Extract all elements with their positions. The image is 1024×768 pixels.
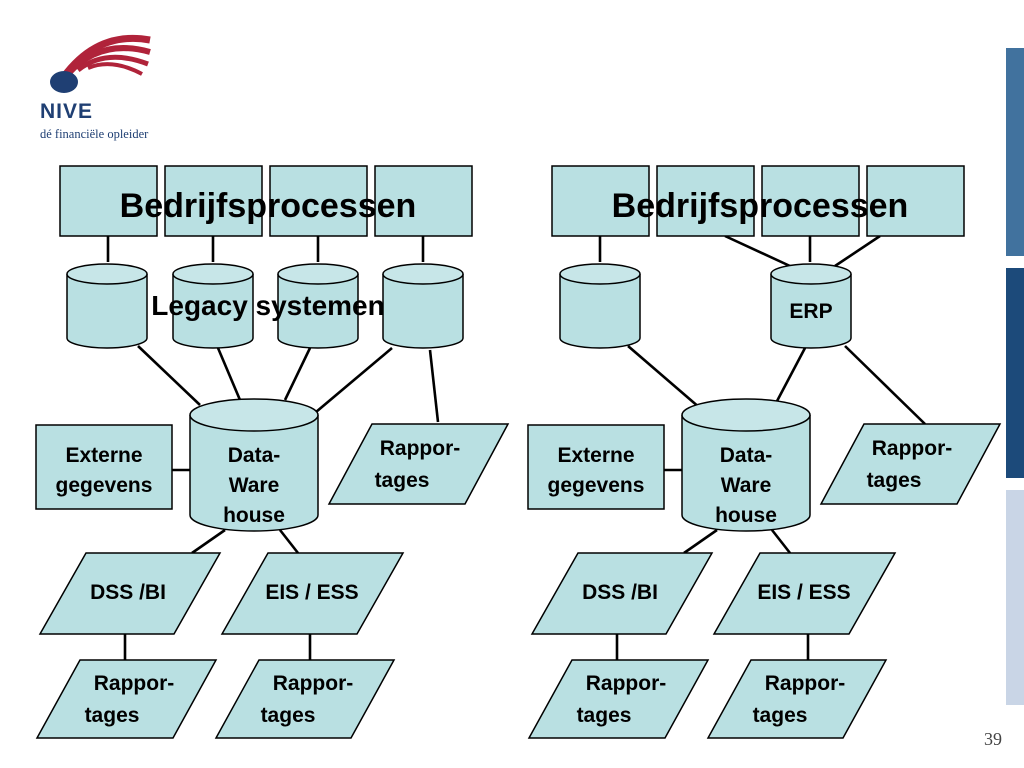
left-dss-shape: [38, 552, 222, 635]
right-rapportages-bottom-right-shape: [706, 659, 888, 739]
left-process-box-2: [164, 165, 263, 237]
right-title: Bedrijfsprocessen: [612, 187, 909, 225]
right-rapportages-bottom-right-line-1: Rappor-: [765, 672, 846, 695]
right-datawarehouse-cylinder: [681, 398, 811, 532]
right-rapportages-bottom-left-line-2: tages: [577, 704, 632, 727]
side-bar-middle: [1006, 268, 1024, 478]
left-process-box-3: [269, 165, 368, 237]
left-rapportages-bottom-right-shape: [214, 659, 396, 739]
right-dss-shape: [530, 552, 714, 635]
right-eis-shape: [712, 552, 897, 635]
right-externe-box: [527, 424, 665, 510]
left-connectors: [106, 236, 440, 660]
logo-dot-icon: [50, 71, 78, 93]
right-rapportages-bottom-right-line-2: tages: [753, 704, 808, 727]
side-bar-top: [1006, 48, 1024, 256]
right-process-box-2: [656, 165, 755, 237]
left-rapportages-bottom-left-line-1: Rappor-: [94, 672, 175, 695]
right-externe-line-1: Externe: [557, 444, 634, 467]
logo-tagline: dé financiële opleider: [40, 127, 149, 141]
right-dss-label: DSS /BI: [582, 581, 658, 604]
left-eis-shape: [220, 552, 405, 635]
left-dss-label: DSS /BI: [90, 581, 166, 604]
right-rapportages-top-line-1: Rappor-: [872, 437, 953, 460]
left-rapportages-top-shape: [327, 423, 510, 505]
page-number: 39: [984, 729, 1002, 749]
right-erp-label: ERP: [789, 300, 832, 323]
right-rapportages-bottom-left-line-1: Rappor-: [586, 672, 667, 695]
left-dwh-line-2: Ware: [229, 474, 280, 497]
left-legacy-cylinder-2: [172, 263, 254, 349]
right-connectors: [598, 234, 926, 660]
left-rapportages-bottom-left-line-2: tages: [85, 704, 140, 727]
right-rapportages-bottom-left-shape: [527, 659, 710, 739]
right-dwh-line-3: house: [715, 504, 777, 527]
left-legacy-cylinder-3: [277, 263, 359, 349]
right-dwh-line-2: Ware: [721, 474, 772, 497]
right-process-box-3: [761, 165, 860, 237]
left-externe-box: [35, 424, 173, 510]
right-rapportages-top-line-2: tages: [867, 469, 922, 492]
left-rapportages-bottom-right-line-2: tages: [261, 704, 316, 727]
left-process-box-1: [59, 165, 158, 237]
left-rapportages-top-line-2: tages: [375, 469, 430, 492]
right-diagram: Bedrijfsprocessen ERP Externe gegevens D…: [527, 165, 1002, 739]
right-process-box-4: [866, 165, 965, 237]
left-externe-line-1: Externe: [65, 444, 142, 467]
right-dwh-line-1: Data-: [720, 444, 773, 467]
left-externe-line-2: gegevens: [56, 474, 153, 497]
left-dwh-line-3: house: [223, 504, 285, 527]
right-erp-cylinder: [770, 263, 852, 349]
left-legacy-label: Legacy systemen: [151, 290, 384, 321]
left-rapportages-top-line-1: Rappor-: [380, 437, 461, 460]
left-legacy-cylinder-1: [66, 263, 148, 349]
left-dwh-line-1: Data-: [228, 444, 281, 467]
logo-name: NIVE: [40, 100, 93, 123]
left-diagram: Bedrijfsprocessen Legacy systemen Extern…: [35, 165, 510, 739]
side-bar-bottom: [1006, 490, 1024, 705]
left-rapportages-bottom-left-shape: [35, 659, 218, 739]
right-eis-label: EIS / ESS: [757, 581, 850, 604]
left-process-box-4: [374, 165, 473, 237]
right-rapportages-top-shape: [819, 423, 1002, 505]
right-process-box-1: [551, 165, 650, 237]
right-legacy-cylinder: [559, 263, 641, 349]
left-title: Bedrijfsprocessen: [120, 187, 417, 225]
nive-logo: NIVE dé financiële opleider: [40, 34, 151, 141]
right-externe-line-2: gegevens: [548, 474, 645, 497]
left-datawarehouse-cylinder: [189, 398, 319, 532]
left-eis-label: EIS / ESS: [265, 581, 358, 604]
left-rapportages-bottom-right-line-1: Rappor-: [273, 672, 354, 695]
left-legacy-cylinder-4: [382, 263, 464, 349]
